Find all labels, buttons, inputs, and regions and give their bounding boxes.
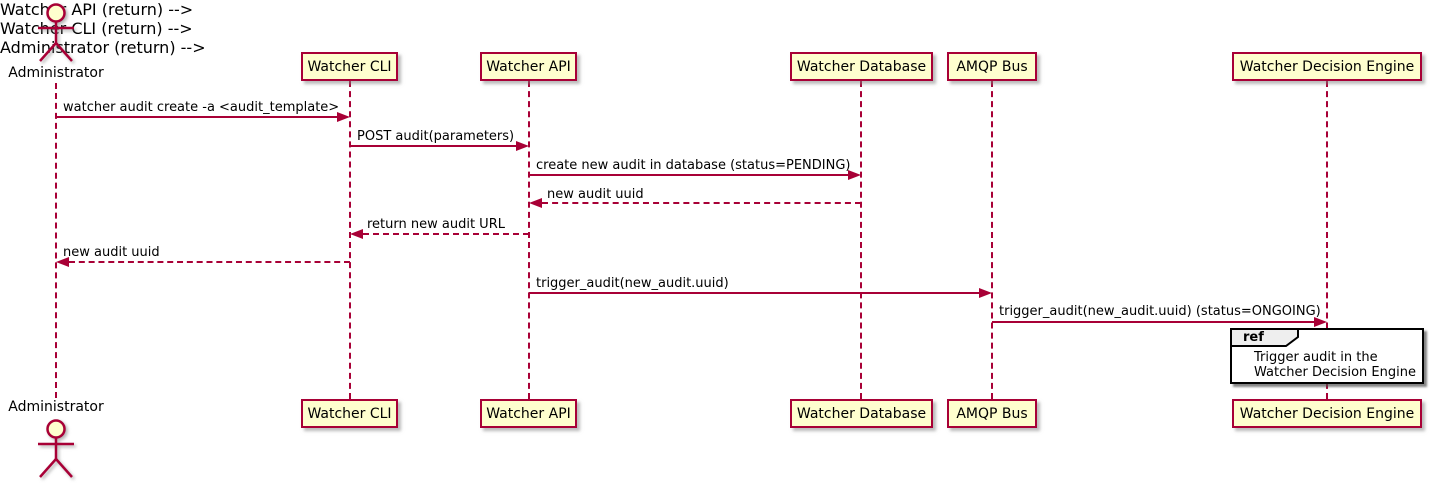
participant-amqp-bus-bottom: AMQP Bus	[947, 399, 1037, 428]
arrow-head	[56, 257, 69, 267]
actor-icon	[38, 419, 74, 478]
participant-watcher-decision-engine-top: Watcher Decision Engine	[1232, 52, 1422, 81]
message-line	[350, 145, 516, 147]
ref-text-line: Trigger audit in the	[1254, 350, 1378, 365]
message-line	[69, 261, 350, 263]
message-line	[56, 116, 338, 118]
lifeline-watcher-decision-engine	[1326, 81, 1328, 399]
arrow-head	[337, 112, 350, 122]
arrow-head	[516, 141, 529, 151]
ref-text-line: Watcher Decision Engine	[1254, 365, 1416, 380]
arrow-head	[1314, 317, 1327, 327]
message-label: POST audit(parameters)	[357, 129, 515, 144]
message-label: watcher audit create -a <audit_template>	[63, 100, 340, 115]
actor-label-bottom: Administrator	[8, 399, 104, 415]
lifeline-administrator	[55, 83, 57, 398]
participant-watcher-database-top: Watcher Database	[790, 52, 933, 81]
arrow-head	[979, 288, 992, 298]
actor-label-top: Administrator	[8, 65, 104, 81]
message-line	[363, 233, 529, 235]
participant-amqp-bus-top: AMQP Bus	[947, 52, 1037, 81]
participant-watcher-api-top: Watcher API	[480, 52, 577, 81]
actor-icon	[38, 3, 74, 62]
message-line	[529, 174, 848, 176]
lifeline-watcher-cli	[349, 81, 351, 399]
lifeline-watcher-api	[528, 81, 530, 399]
participant-watcher-cli-bottom: Watcher CLI	[301, 399, 398, 428]
ref-fragment: ref Trigger audit in the Watcher Decisio…	[1230, 328, 1424, 384]
lifeline-amqp-bus	[991, 81, 993, 399]
participant-watcher-decision-engine-bottom: Watcher Decision Engine	[1232, 399, 1422, 428]
ref-tab	[1230, 328, 1299, 347]
message-label: trigger_audit(new_audit.uuid)	[536, 276, 729, 291]
arrow-head	[529, 198, 542, 208]
message-label: return new audit URL	[367, 217, 505, 232]
participant-watcher-database-bottom: Watcher Database	[790, 399, 933, 428]
message-label: create new audit in database (status=PEN…	[536, 158, 851, 173]
participant-watcher-cli-top: Watcher CLI	[301, 52, 398, 81]
message-label: new audit uuid	[547, 187, 644, 202]
message-line	[992, 321, 1314, 323]
arrow-head	[350, 229, 363, 239]
message-line	[542, 202, 861, 204]
lifeline-watcher-database	[860, 81, 862, 399]
message-label: trigger_audit(new_audit.uuid) (status=ON…	[999, 304, 1321, 319]
ref-keyword: ref	[1243, 330, 1264, 345]
message-line	[529, 292, 979, 294]
participant-watcher-api-bottom: Watcher API	[480, 399, 577, 428]
message-label: new audit uuid	[63, 245, 160, 260]
arrow-head	[848, 170, 861, 180]
